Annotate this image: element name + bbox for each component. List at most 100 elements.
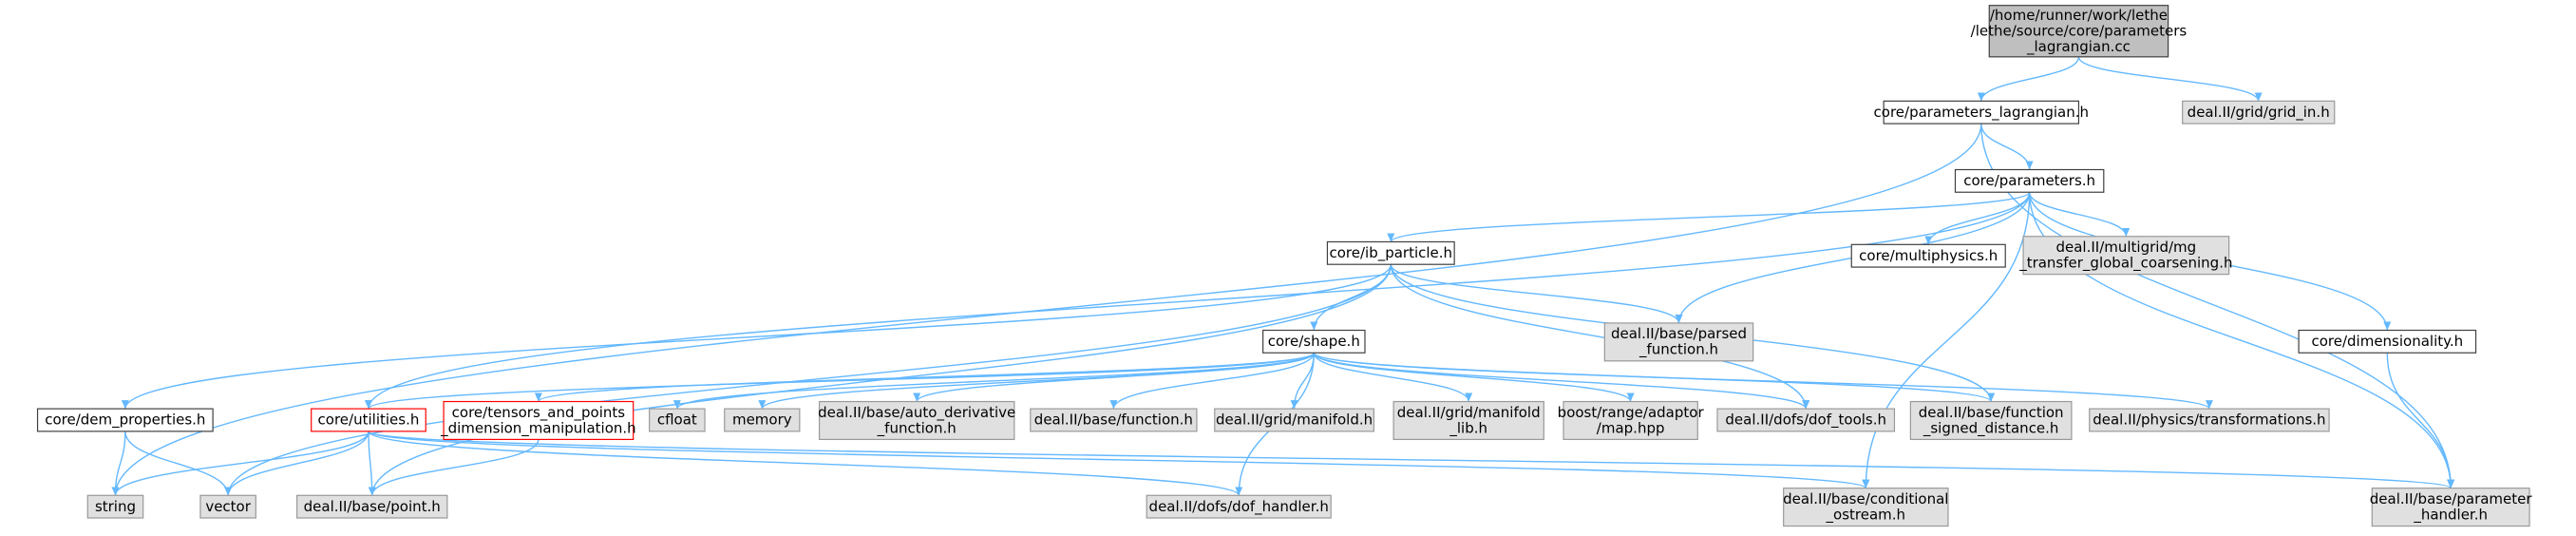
edge-shape_h-to-base_function bbox=[1109, 353, 1316, 410]
node-base_function-label-0: deal.II/base/function.h bbox=[1034, 412, 1193, 429]
node-shape_h-box bbox=[1262, 329, 1366, 354]
edge-shape_h-to-boost_map bbox=[1313, 352, 1635, 402]
node-dimensionality-label-0: core/dimensionality.h bbox=[2311, 333, 2463, 350]
node-tensors-box bbox=[443, 400, 635, 441]
node-root-label-2: _lagrangian.cc bbox=[2026, 38, 2131, 56]
node-dof_tools-label-0: deal.II/dofs/dof_tools.h bbox=[1725, 412, 1886, 430]
node-parsed_function-label-1: _function.h bbox=[1638, 341, 1718, 359]
node-dimensionality[interactable]: core/dimensionality.h bbox=[2298, 329, 2477, 354]
node-auto_derivative-box bbox=[818, 400, 1015, 441]
node-grid_in: deal.II/grid/grid_in.h bbox=[2182, 100, 2336, 124]
node-parsed_function-box bbox=[1603, 322, 1754, 362]
node-dem_properties[interactable]: core/dem_properties.h bbox=[36, 408, 214, 432]
node-grid_manifold: deal.II/grid/manifold.h bbox=[1214, 408, 1374, 432]
node-base_function: deal.II/base/function.h bbox=[1030, 408, 1198, 432]
node-transformations: deal.II/physics/transformations.h bbox=[2089, 408, 2330, 432]
edge-shape_h-to-utilities bbox=[365, 352, 1316, 410]
edge-shape_h-to-manifold_lib bbox=[1313, 353, 1473, 402]
node-memory-label-0: memory bbox=[732, 412, 792, 429]
edge-utilities-to-vector bbox=[224, 431, 369, 496]
node-manifold_lib-label-0: deal.II/grid/manifold bbox=[1397, 404, 1541, 421]
node-param_handler-box bbox=[2371, 488, 2530, 527]
node-ib_particle[interactable]: core/ib_particle.h bbox=[1326, 240, 1455, 265]
edge-ib_particle-to-parsed_function bbox=[1390, 263, 1683, 324]
node-dof_handler: deal.II/dofs/dof_handler.h bbox=[1146, 494, 1332, 519]
node-cond_ostream-box bbox=[1783, 488, 1949, 527]
edge-utilities-to-point_h bbox=[368, 431, 376, 496]
node-param_lag_h-label-0: core/parameters_lagrangian.h bbox=[1874, 104, 2089, 122]
edge-parameters_h-to-mg_transfer bbox=[2028, 192, 2131, 237]
node-grid_in-label-0: deal.II/grid/grid_in.h bbox=[2188, 104, 2330, 122]
node-transformations-label-0: deal.II/physics/transformations.h bbox=[2093, 412, 2325, 429]
node-vector-box bbox=[199, 494, 256, 519]
edge-shape_h-to-cfloat bbox=[673, 352, 1316, 410]
node-dof_tools: deal.II/dofs/dof_tools.h bbox=[1716, 408, 1896, 432]
edge-shape_h-to-transformations bbox=[1313, 352, 2213, 410]
node-parameters_h[interactable]: core/parameters.h bbox=[1954, 168, 2105, 193]
node-cfloat-box bbox=[649, 408, 706, 432]
node-root-box bbox=[1988, 5, 2169, 58]
node-shape_h-label-0: core/shape.h bbox=[1268, 333, 1360, 350]
edge-utilities-to-param_handler bbox=[368, 431, 2454, 489]
edge-ib_particle-to-dem_properties bbox=[121, 264, 1392, 410]
node-multiphysics-label-0: core/multiphysics.h bbox=[1859, 247, 1998, 264]
node-mg_transfer-label-0: deal.II/multigrid/mg bbox=[2055, 239, 2196, 256]
node-auto_derivative-label-1: _function.h bbox=[877, 419, 957, 437]
node-vector-label-0: vector bbox=[205, 498, 251, 515]
node-param_handler-label-1: _handler.h bbox=[2413, 506, 2488, 524]
node-param_lag_h-box bbox=[1883, 100, 2080, 124]
node-param_handler-label-0: deal.II/base/parameter bbox=[2370, 490, 2533, 507]
node-signed_distance-label-1: _signed_distance.h bbox=[1923, 419, 2059, 437]
node-root[interactable]: /home/runner/work/lethe/lethe/source/cor… bbox=[1971, 5, 2188, 58]
edge-root-to-param_lag_h bbox=[1977, 56, 2080, 102]
node-grid_manifold-box bbox=[1214, 408, 1374, 432]
node-tensors-label-0: core/tensors_and_points bbox=[452, 404, 626, 422]
node-utilities-label-0: core/utilities.h bbox=[318, 412, 420, 429]
node-manifold_lib-box bbox=[1392, 400, 1544, 441]
node-manifold_lib-label-1: _lib.h bbox=[1449, 419, 1487, 437]
node-utilities[interactable]: core/utilities.h bbox=[311, 408, 426, 432]
edge-dimensionality-to-param_handler bbox=[2386, 353, 2455, 488]
node-signed_distance: deal.II/base/function_signed_distance.h bbox=[1909, 400, 2073, 441]
edges-layer bbox=[111, 56, 2455, 496]
edge-parameters_h-to-ib_particle bbox=[1387, 191, 2031, 243]
node-grid_manifold-label-0: deal.II/grid/manifold.h bbox=[1216, 412, 1373, 429]
node-manifold_lib: deal.II/grid/manifold_lib.h bbox=[1392, 400, 1544, 441]
edge-parameters_h-to-cond_ostream bbox=[1862, 192, 2031, 488]
nodes-layer: /home/runner/work/lethe/lethe/source/cor… bbox=[36, 5, 2533, 527]
node-param_lag_h[interactable]: core/parameters_lagrangian.h bbox=[1874, 100, 2089, 124]
node-ib_particle-box bbox=[1326, 240, 1455, 265]
node-boost_map-label-1: /map.hpp bbox=[1597, 419, 1665, 436]
node-boost_map-label-0: boost/range/adaptor bbox=[1558, 404, 1705, 421]
node-param_handler: deal.II/base/parameter_handler.h bbox=[2370, 488, 2533, 527]
node-memory: memory bbox=[724, 408, 801, 432]
node-cfloat: cfloat bbox=[649, 408, 706, 432]
edge-ib_particle-to-shape_h bbox=[1310, 264, 1392, 331]
node-mg_transfer-box bbox=[2022, 236, 2230, 276]
edge-shape_h-to-dof_tools bbox=[1313, 352, 1810, 410]
node-mg_transfer: deal.II/multigrid/mg_transfer_global_coa… bbox=[2018, 236, 2232, 276]
node-dof_handler-label-0: deal.II/dofs/dof_handler.h bbox=[1149, 498, 1329, 516]
node-shape_h[interactable]: core/shape.h bbox=[1262, 329, 1366, 354]
node-parsed_function-label-0: deal.II/base/parsed bbox=[1611, 325, 1747, 342]
node-cond_ostream-label-1: _ostream.h bbox=[1826, 506, 1906, 524]
edge-utilities-to-cond_ostream bbox=[368, 431, 1869, 489]
node-boost_map: boost/range/adaptor/map.hpp bbox=[1558, 400, 1705, 441]
node-transformations-box bbox=[2089, 408, 2330, 432]
edge-parameters_h-to-utilities bbox=[365, 192, 2031, 410]
node-multiphysics[interactable]: core/multiphysics.h bbox=[1850, 243, 2006, 268]
edge-tensors-to-point_h bbox=[368, 439, 540, 496]
node-signed_distance-box bbox=[1909, 400, 2073, 441]
edge-param_lag_h-to-string bbox=[111, 124, 1982, 496]
node-tensors[interactable]: core/tensors_and_points_dimension_manipu… bbox=[440, 400, 636, 441]
node-dof_handler-box bbox=[1146, 494, 1332, 519]
edge-utilities-to-dof_handler bbox=[368, 431, 1242, 496]
node-point_h-label-0: deal.II/base/point.h bbox=[304, 498, 441, 515]
node-dem_properties-label-0: core/dem_properties.h bbox=[45, 412, 205, 430]
node-cond_ostream: deal.II/base/conditional_ostream.h bbox=[1783, 488, 1949, 527]
node-dof_tools-box bbox=[1716, 408, 1896, 432]
node-cfloat-label-0: cfloat bbox=[657, 412, 697, 429]
node-parsed_function: deal.II/base/parsed_function.h bbox=[1603, 322, 1754, 362]
edge-root-to-grid_in bbox=[2077, 56, 2263, 102]
